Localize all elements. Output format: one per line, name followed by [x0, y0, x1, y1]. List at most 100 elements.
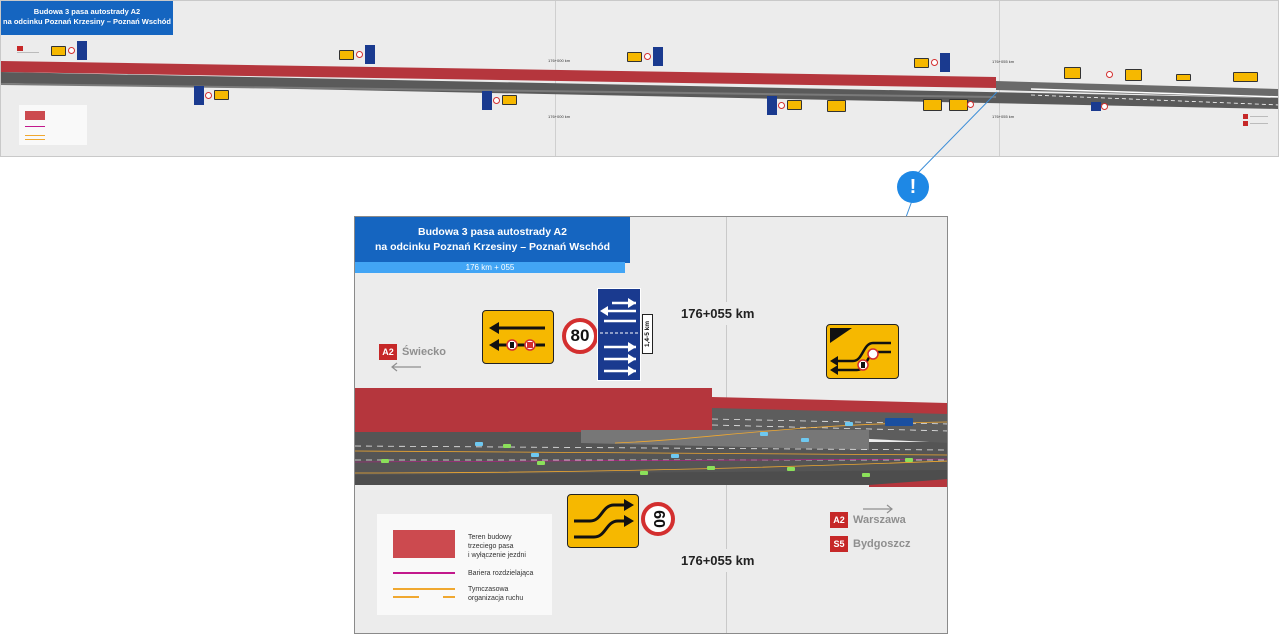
legend-swatch-temporary	[393, 588, 455, 590]
car	[801, 438, 809, 442]
overview-title-line2: na odcinku Poznań Krzesiny – Poznań Wsch…	[3, 17, 171, 26]
detail-map: Budowa 3 pasa autostrady A2 na odcinku P…	[354, 216, 948, 634]
car	[537, 461, 545, 465]
legend-swatch	[25, 139, 45, 140]
overview-legend	[19, 105, 87, 145]
lane-shift-sign-mini	[923, 99, 942, 111]
section-divider	[999, 1, 1000, 156]
lane-closure-sign	[482, 310, 554, 364]
detail-title-line2: na odcinku Poznań Krzesiny – Poznań Wsch…	[374, 241, 611, 253]
speed-limit-sign: 80	[562, 318, 598, 354]
legend-swatch-construction	[393, 530, 455, 558]
road-badge-mini	[17, 46, 23, 51]
speed-limit-sign: 60	[641, 502, 675, 536]
carriageway-north	[996, 81, 1278, 98]
distance-plate: 1,4-5 km	[642, 314, 653, 354]
car	[671, 454, 679, 458]
lane-info-arrows-icon	[600, 298, 638, 376]
legend-swatch	[25, 126, 45, 127]
car	[381, 459, 389, 463]
car	[531, 453, 539, 457]
lane-shift-sign-mini	[339, 50, 354, 60]
carriageway-shoulder	[581, 430, 869, 450]
lane-info-sign-mini	[653, 47, 663, 66]
lane-info-sign-mini	[940, 53, 950, 72]
detail-title: Budowa 3 pasa autostrady A2 na odcinku P…	[355, 217, 630, 263]
lane-shift-sign-mini	[1125, 69, 1142, 81]
legend-swatch-barrier	[393, 572, 455, 574]
detail-subtitle: 176 km + 055	[355, 262, 625, 273]
km-marker-bottom: 176+055 km	[675, 549, 761, 572]
construction-zone	[1, 61, 996, 88]
speed-limit-value: 60	[649, 510, 667, 528]
car	[862, 473, 870, 477]
chevron-sign-mini	[1233, 72, 1258, 82]
legend-swatch	[25, 135, 45, 136]
lane-shift-sign-mini	[214, 90, 229, 100]
km-label: 176+000 km	[548, 58, 571, 63]
direction-sign-mini	[1091, 102, 1101, 111]
speed-limit-mini	[644, 53, 651, 60]
construction-zone	[355, 388, 712, 432]
truck	[885, 418, 913, 426]
destination-name: Świecko	[402, 346, 447, 358]
lane-shift-sign-mini	[827, 100, 846, 112]
speed-limit-mini	[356, 51, 363, 58]
speed-limit-mini	[1106, 71, 1113, 78]
speed-limit-mini	[68, 47, 75, 54]
lane-shift-sign-mini	[51, 46, 66, 56]
detail-title-line1: Budowa 3 pasa autostrady A2	[418, 226, 567, 238]
carriageway-shoulder	[1, 83, 996, 98]
speed-limit-mini	[205, 92, 212, 99]
legend-swatch-temporary	[393, 596, 419, 598]
road-number-badge: A2	[379, 344, 397, 360]
legend: Teren budowy trzeciego pasa i wyłączenie…	[377, 514, 552, 615]
lane-merge-arrows-icon	[830, 328, 891, 375]
km-label: 176+000 km	[548, 114, 571, 119]
road-number-badge: A2	[830, 512, 848, 528]
km-label: 176+055 km	[992, 59, 1015, 64]
car	[845, 422, 853, 426]
overview-map: Budowa 3 pasa autostrady A2 na odcinku P…	[0, 0, 1279, 157]
destination-name: Warszawa	[853, 514, 906, 526]
car	[905, 458, 913, 462]
lane-information-sign	[597, 288, 641, 381]
lane-shift-sign	[567, 494, 639, 548]
chevron-sign-mini	[1176, 74, 1191, 81]
lane-info-sign-mini	[767, 96, 777, 115]
legend-label-temporary: Tymczasowa organizacja ruchu	[468, 586, 524, 602]
destination-mini	[17, 52, 39, 53]
alert-marker-icon[interactable]: !	[897, 171, 929, 203]
lane-marking	[1030, 88, 1278, 98]
car	[707, 466, 715, 470]
destination-mini	[1250, 116, 1268, 117]
km-label: 176+055 km	[992, 114, 1015, 119]
carriageway-south	[355, 470, 947, 485]
legend-label-construction: Teren budowy trzeciego pasa i wyłączenie…	[468, 534, 526, 559]
car	[787, 467, 795, 471]
lane-merge-sign	[826, 324, 899, 379]
overview-title: Budowa 3 pasa autostrady A2 na odcinku P…	[1, 1, 173, 35]
lane-shift-sign-mini	[914, 58, 929, 68]
speed-limit-mini	[967, 101, 974, 108]
destination-mini	[1250, 123, 1268, 124]
legend-swatch-temporary	[443, 596, 455, 598]
lane-info-sign-mini	[194, 86, 204, 105]
speed-limit-value: 80	[570, 326, 590, 345]
lane-shift-arrows-icon	[574, 499, 634, 539]
speed-limit-mini	[493, 97, 500, 104]
car	[503, 444, 511, 448]
km-marker-top: 176+055 km	[675, 302, 761, 325]
distance-plate-text: 1,4-5 km	[644, 320, 651, 348]
speed-limit-mini	[778, 102, 785, 109]
road-badge-mini	[1243, 121, 1248, 126]
lane-shift-sign-mini	[787, 100, 802, 110]
detail-road	[355, 388, 947, 487]
speed-limit-mini	[1101, 103, 1108, 110]
car	[640, 471, 648, 475]
carriageway-north	[712, 408, 947, 443]
road-badge-mini	[1243, 114, 1248, 119]
lane-shift-sign-mini	[627, 52, 642, 62]
overview-title-line1: Budowa 3 pasa autostrady A2	[33, 7, 141, 16]
car	[475, 442, 483, 446]
